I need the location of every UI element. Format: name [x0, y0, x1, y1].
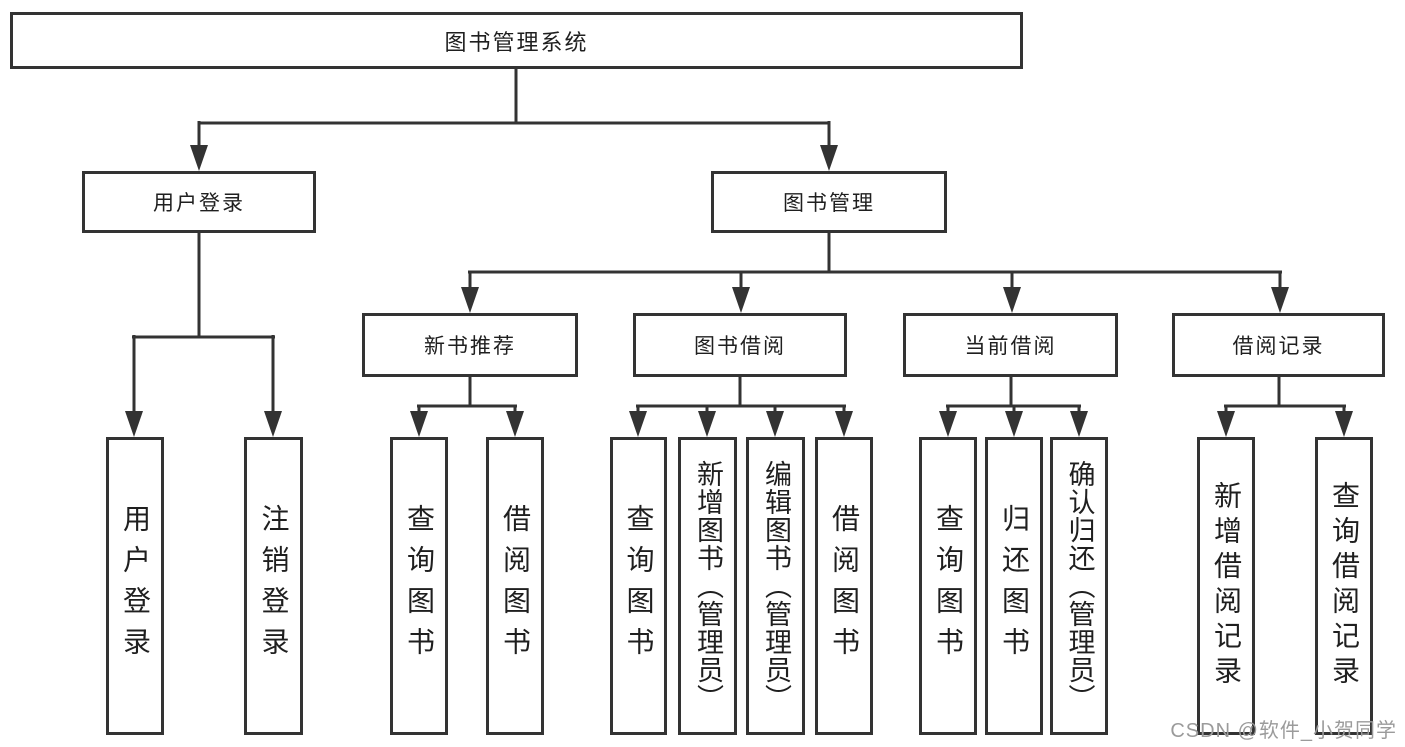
leaf-user-login-label: 用户登录 — [120, 504, 151, 668]
node-borrow-records: 借阅记录 — [1172, 313, 1385, 377]
node-book-management: 图书管理 — [711, 171, 947, 233]
node-current-borrow-label: 当前借阅 — [964, 335, 1057, 358]
leaf-borrow-add-books-admin-label: 新增图书（管理员） — [693, 460, 723, 712]
leaf-current-query-books: 查询图书 — [919, 437, 977, 735]
node-current-borrow: 当前借阅 — [903, 313, 1118, 377]
leaf-user-login: 用户登录 — [106, 437, 164, 735]
csdn-watermark: CSDN @软件_小贺同学 — [1170, 720, 1397, 742]
node-root-label: 图书管理系统 — [444, 29, 589, 55]
node-root: 图书管理系统 — [10, 12, 1023, 69]
leaf-borrow-edit-books-admin: 编辑图书（管理员） — [746, 437, 805, 735]
leaf-borrow-edit-books-admin-label: 编辑图书（管理员） — [761, 460, 791, 712]
leaf-records-add-record-label: 新增借阅记录 — [1211, 481, 1242, 691]
leaf-newbook-borrow-books-label: 借阅图书 — [500, 504, 531, 668]
leaf-borrow-query-books: 查询图书 — [610, 437, 667, 735]
node-book-borrow: 图书借阅 — [633, 313, 847, 377]
node-new-book-recommend: 新书推荐 — [362, 313, 578, 377]
leaf-current-confirm-return-admin: 确认归还（管理员） — [1050, 437, 1108, 735]
leaf-borrow-borrow-books: 借阅图书 — [815, 437, 873, 735]
leaf-current-query-books-label: 查询图书 — [933, 504, 964, 668]
leaf-records-query-record: 查询借阅记录 — [1315, 437, 1373, 735]
node-user-login-label: 用户登录 — [153, 192, 245, 215]
node-book-borrow-label: 图书借阅 — [694, 335, 786, 358]
node-borrow-records-label: 借阅记录 — [1232, 335, 1325, 358]
leaf-current-confirm-return-admin-label: 确认归还（管理员） — [1064, 460, 1095, 712]
leaf-records-add-record: 新增借阅记录 — [1197, 437, 1255, 735]
leaf-borrow-borrow-books-label: 借阅图书 — [829, 504, 860, 668]
leaf-borrow-query-books-label: 查询图书 — [623, 504, 655, 668]
leaf-logout: 注销登录 — [244, 437, 303, 735]
leaf-newbook-query-books: 查询图书 — [390, 437, 448, 735]
node-book-management-label: 图书管理 — [783, 192, 875, 215]
leaf-newbook-query-books-label: 查询图书 — [404, 504, 435, 668]
node-new-book-recommend-label: 新书推荐 — [424, 335, 516, 358]
leaf-borrow-add-books-admin: 新增图书（管理员） — [678, 437, 737, 735]
leaf-current-return-books-label: 归还图书 — [999, 504, 1030, 668]
leaf-logout-label: 注销登录 — [258, 504, 290, 668]
leaf-current-return-books: 归还图书 — [985, 437, 1043, 735]
leaf-newbook-borrow-books: 借阅图书 — [486, 437, 544, 735]
leaf-records-query-record-label: 查询借阅记录 — [1329, 481, 1360, 691]
node-user-login: 用户登录 — [82, 171, 316, 233]
